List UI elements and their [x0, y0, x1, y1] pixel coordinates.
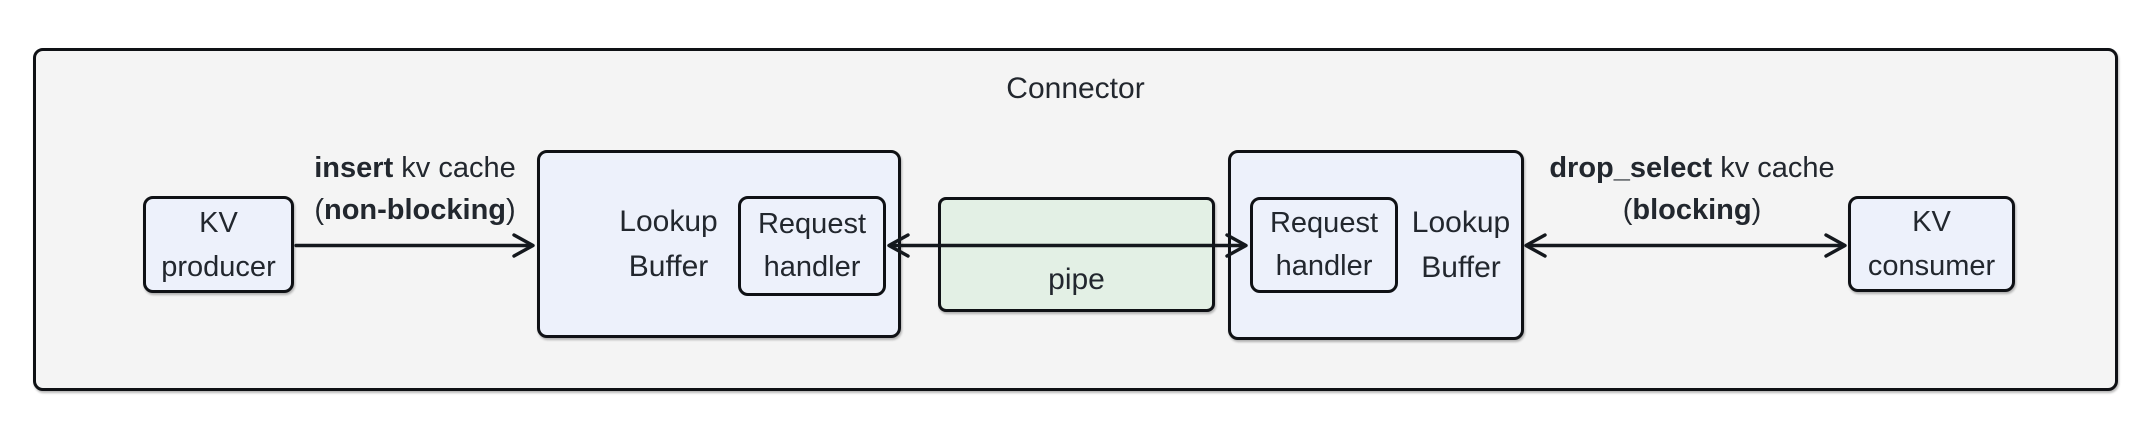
- drop-select-edge-label-line2: (blocking): [1622, 194, 1762, 226]
- drop-select-edge-label-line1: drop_select kv cache: [1549, 152, 1835, 184]
- pipe-label: pipe: [1048, 263, 1105, 296]
- drop-select-edge-label: drop_select kv cache (blocking): [1528, 147, 1856, 231]
- insert-edge-label-line1: insert kv cache: [314, 152, 516, 184]
- request-handler-right-node: Request handler: [1250, 197, 1398, 293]
- request-handler-left-node: Request handler: [738, 196, 886, 296]
- pipe-node: pipe: [938, 197, 1215, 312]
- kv-producer-label-line1: KV: [199, 206, 238, 239]
- lookup-buffer-left-node: Lookup Buffer Request handler: [537, 150, 901, 338]
- lookup-buffer-right-label: Lookup Buffer: [1411, 206, 1511, 284]
- kv-consumer-label-line2: consumer: [1867, 250, 1996, 282]
- kv-consumer-node: KV consumer: [1848, 196, 2015, 292]
- lookup-buffer-left-label: Lookup Buffer: [619, 205, 718, 283]
- kv-consumer-label-line1: KV: [1912, 206, 1951, 238]
- insert-edge-label: insert kv cache (non-blocking): [264, 147, 566, 231]
- kv-producer-label-line2: producer: [161, 250, 276, 283]
- insert-edge-label-line2: (non-blocking): [314, 194, 516, 226]
- kv-producer-node: KV producer: [143, 196, 294, 293]
- lookup-buffer-right-node: Request handler Lookup Buffer: [1228, 150, 1524, 340]
- connector-title: Connector: [1006, 72, 1145, 105]
